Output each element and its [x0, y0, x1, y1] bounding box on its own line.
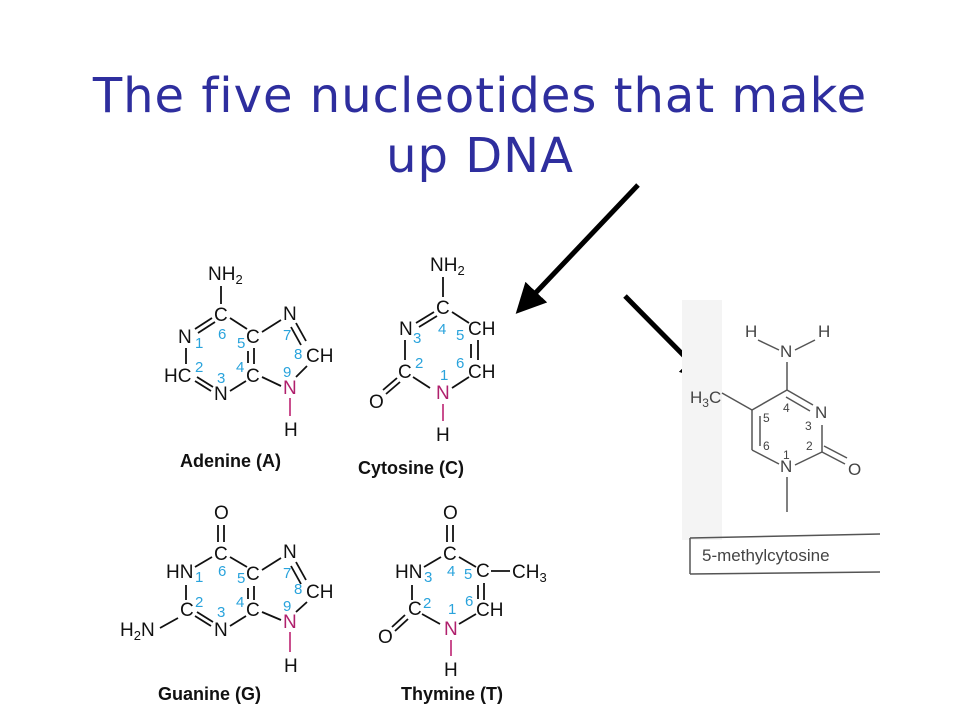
svg-text:O: O [369, 392, 384, 413]
svg-text:3: 3 [217, 604, 225, 621]
svg-text:3: 3 [413, 330, 421, 347]
svg-text:NH2: NH2 [208, 264, 243, 287]
svg-text:CH: CH [468, 319, 495, 340]
svg-text:O: O [378, 627, 393, 648]
svg-text:CH: CH [468, 362, 495, 383]
svg-text:CH3: CH3 [512, 562, 547, 585]
svg-text:2: 2 [195, 594, 203, 611]
svg-text:N: N [178, 327, 192, 348]
svg-text:8: 8 [294, 581, 302, 598]
svg-text:1: 1 [783, 448, 790, 462]
svg-text:C: C [476, 561, 490, 582]
svg-text:H3C: H3C [690, 388, 721, 410]
svg-text:4: 4 [447, 563, 455, 580]
svg-text:CH: CH [306, 582, 333, 603]
svg-text:4: 4 [438, 321, 446, 338]
svg-text:6: 6 [456, 355, 464, 372]
svg-text:8: 8 [294, 346, 302, 363]
thymine-label: Thymine (T) [401, 684, 503, 704]
svg-text:5: 5 [456, 327, 464, 344]
methylcytosine-structure: H N H N N O H3C 4 5 3 2 6 1 5-methylcy [682, 300, 881, 575]
svg-text:C: C [214, 305, 228, 326]
svg-text:1: 1 [440, 367, 448, 384]
svg-text:C: C [214, 544, 228, 565]
svg-text:5: 5 [237, 335, 245, 352]
svg-text:N: N [780, 342, 792, 361]
svg-text:N: N [214, 620, 228, 641]
svg-text:7: 7 [283, 565, 291, 582]
svg-text:H: H [436, 425, 450, 446]
svg-text:N: N [436, 383, 450, 404]
svg-text:C: C [398, 362, 412, 383]
svg-text:5: 5 [763, 411, 770, 425]
svg-text:5: 5 [464, 566, 472, 583]
svg-text:N: N [283, 542, 297, 563]
svg-text:1: 1 [195, 335, 203, 352]
svg-text:3: 3 [805, 419, 812, 433]
svg-text:C: C [246, 564, 260, 585]
cytosine-structure: NH2 C 4 N 3 5 CH 2 C 6 CH O 1 N H Cytosi… [358, 255, 495, 478]
arrow-to-cytosine [515, 183, 640, 314]
svg-text:HC: HC [164, 366, 191, 387]
svg-text:NH2: NH2 [430, 255, 465, 278]
svg-text:N: N [815, 403, 827, 422]
svg-text:O: O [848, 460, 861, 479]
svg-text:C: C [246, 600, 260, 621]
svg-text:1: 1 [448, 601, 456, 618]
svg-text:H: H [745, 322, 757, 341]
adenine-structure: NH2 C 6 N 1 C 5 HC 2 4 C 3 N N 7 CH 8 9 … [164, 264, 333, 471]
svg-text:H: H [284, 656, 298, 677]
svg-text:O: O [214, 503, 229, 524]
svg-text:4: 4 [783, 401, 790, 415]
adenine-label: Adenine (A) [180, 451, 281, 471]
methylcytosine-label: 5-methylcytosine [702, 546, 830, 565]
svg-text:CH: CH [306, 346, 333, 367]
svg-text:6: 6 [763, 439, 770, 453]
svg-text:C: C [180, 600, 194, 621]
svg-text:HN: HN [166, 562, 193, 583]
svg-text:HN: HN [395, 562, 422, 583]
svg-text:1: 1 [195, 569, 203, 586]
svg-text:H: H [444, 660, 458, 681]
svg-text:6: 6 [218, 326, 226, 343]
svg-text:6: 6 [218, 563, 226, 580]
thymine-structure: O C 4 HN 3 5 C CH3 2 C 6 CH O 1 N H Thym… [378, 503, 547, 704]
guanine-label: Guanine (G) [158, 684, 261, 704]
svg-text:2: 2 [415, 355, 423, 372]
guanine-structure: O C 6 HN 1 C 5 2 C 4 C H2N 3 N N 7 CH 8 … [120, 503, 333, 704]
svg-text:H: H [284, 420, 298, 441]
svg-text:2: 2 [195, 359, 203, 376]
svg-text:7: 7 [283, 327, 291, 344]
svg-text:CH: CH [476, 600, 503, 621]
svg-text:N: N [444, 619, 458, 640]
svg-text:C: C [436, 298, 450, 319]
svg-text:2: 2 [423, 595, 431, 612]
svg-text:H: H [818, 322, 830, 341]
svg-text:C: C [408, 599, 422, 620]
svg-text:9: 9 [283, 598, 291, 615]
svg-text:3: 3 [424, 569, 432, 586]
svg-text:5: 5 [237, 570, 245, 587]
svg-text:N: N [399, 319, 413, 340]
svg-text:O: O [443, 503, 458, 524]
svg-text:2: 2 [806, 439, 813, 453]
svg-text:9: 9 [283, 364, 291, 381]
svg-text:H2N: H2N [120, 620, 155, 643]
svg-text:4: 4 [236, 594, 244, 611]
svg-text:N: N [214, 384, 228, 405]
svg-text:3: 3 [217, 370, 225, 387]
svg-text:4: 4 [236, 359, 244, 376]
svg-text:N: N [283, 612, 297, 633]
svg-text:C: C [443, 544, 457, 565]
svg-text:N: N [283, 378, 297, 399]
cytosine-label: Cytosine (C) [358, 458, 464, 478]
svg-text:N: N [283, 304, 297, 325]
svg-text:C: C [246, 366, 260, 387]
slide-title: The five nucleotides that make up DNA [92, 68, 868, 184]
svg-text:6: 6 [465, 593, 473, 610]
svg-text:N: N [780, 457, 792, 476]
svg-text:C: C [246, 327, 260, 348]
